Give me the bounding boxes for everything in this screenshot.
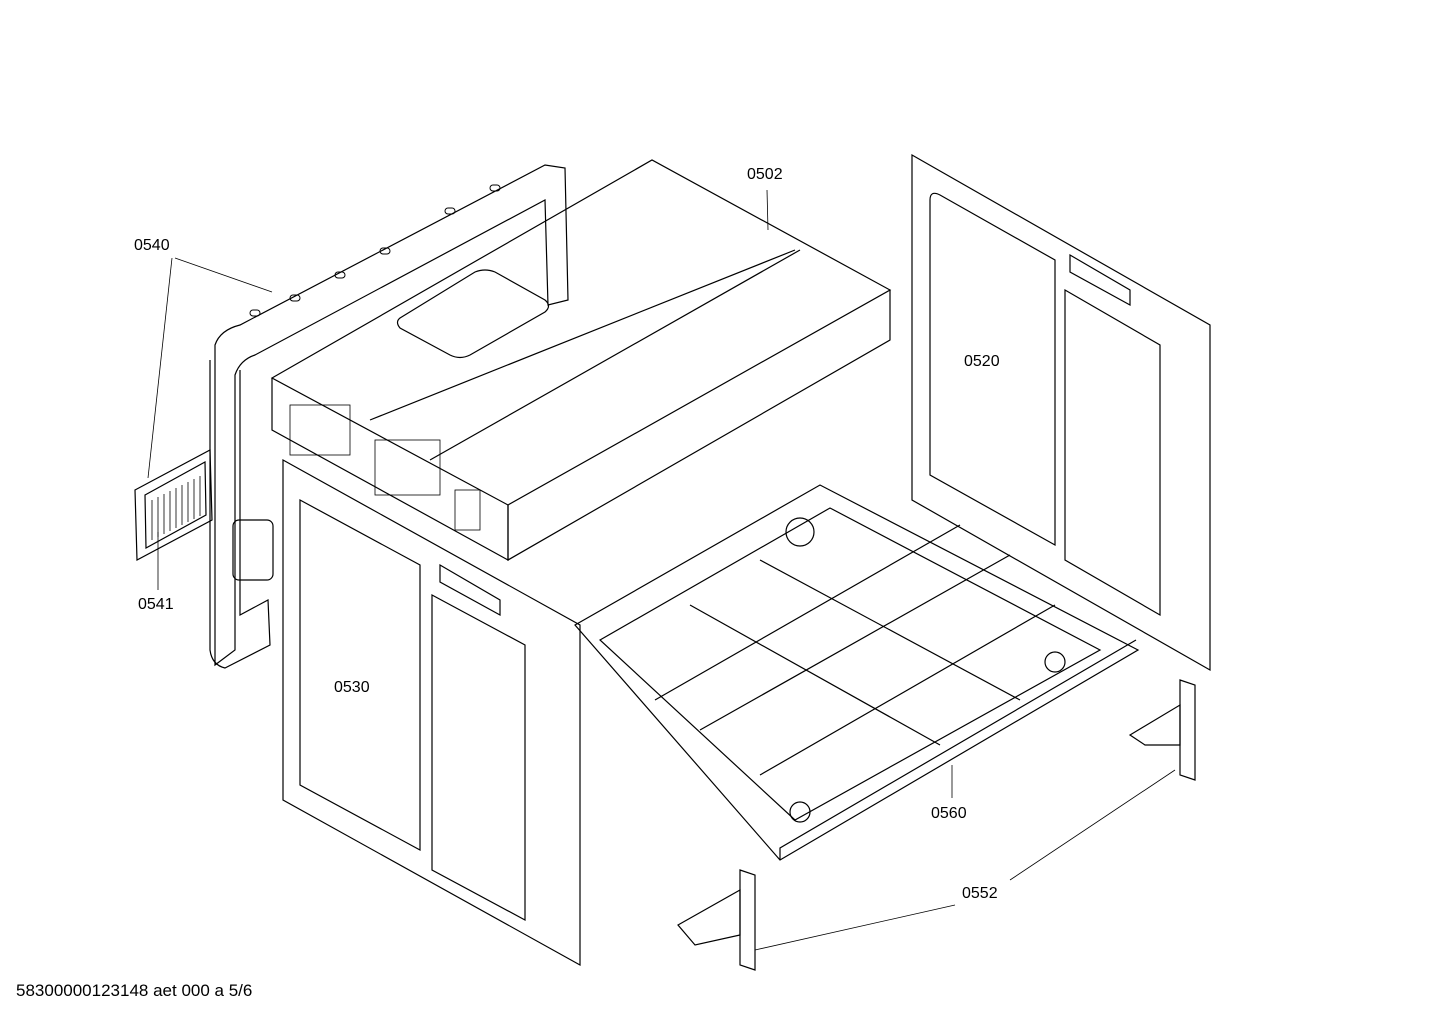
part-label-0552: 0552: [962, 885, 998, 902]
side-panel-left-0530: [282, 458, 581, 967]
part-label-0560: 0560: [931, 805, 967, 822]
part-label-0502: 0502: [747, 166, 783, 183]
fan-cover-0541: [134, 449, 213, 561]
leader-lines: [147, 189, 1176, 951]
bottom-tray-0560: [574, 484, 1140, 861]
top-cover-0502: [270, 159, 892, 562]
document-id: 58300000123148 aet 000 a 5/6: [16, 981, 253, 1000]
bracket-0552-right: [1128, 679, 1196, 781]
part-label-0520: 0520: [964, 353, 1000, 370]
part-label-0540: 0540: [134, 237, 170, 254]
side-panel-right-0520: [911, 153, 1211, 672]
part-label-0541: 0541: [138, 596, 174, 613]
back-frame-0540: [209, 164, 569, 669]
part-label-0530: 0530: [334, 679, 370, 696]
bracket-0552-left: [677, 869, 756, 971]
